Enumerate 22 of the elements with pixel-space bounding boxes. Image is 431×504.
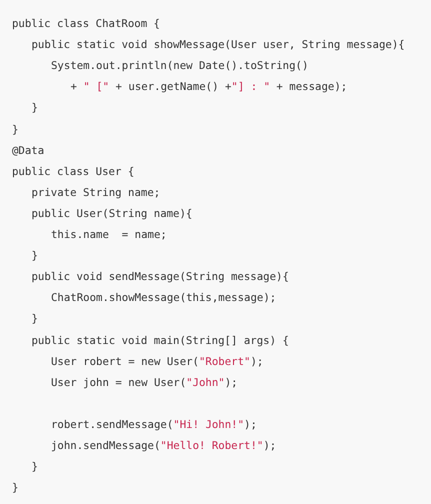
code-line: } [12, 480, 18, 496]
code-line: System.out.println(new Date().toString() [51, 58, 308, 74]
code-line: this.name = name; [51, 227, 167, 243]
code-line: robert.sendMessage("Hi! John!"); [51, 416, 257, 433]
code-line: } [12, 122, 18, 138]
code-line: public static void main(String[] args) { [32, 332, 289, 348]
code-line: public static void showMessage(User user, String message){ [32, 37, 405, 54]
code-line: public void sendMessage(String message){ [32, 269, 289, 286]
code-line: ChatRoom.showMessage(this,message); [51, 290, 276, 306]
code-line: } [32, 100, 38, 116]
code-line: } [32, 311, 38, 328]
code-line: john.sendMessage("Hello! Robert!"); [51, 438, 276, 454]
code-line: public class ChatRoom { [12, 16, 160, 32]
code-line: } [32, 248, 38, 264]
code-line: User john = new User("John"); [51, 374, 238, 391]
code-line: @Data [12, 142, 44, 159]
code-line: private String name; [32, 184, 160, 201]
code-line: } [32, 459, 38, 476]
code-line: public User(String name){ [32, 206, 192, 222]
code-line: + " [" + user.getName() +"] : " + message); [70, 79, 348, 96]
code-line: User robert = new User("Robert"); [51, 354, 264, 370]
code-line: public class User { [12, 164, 134, 180]
